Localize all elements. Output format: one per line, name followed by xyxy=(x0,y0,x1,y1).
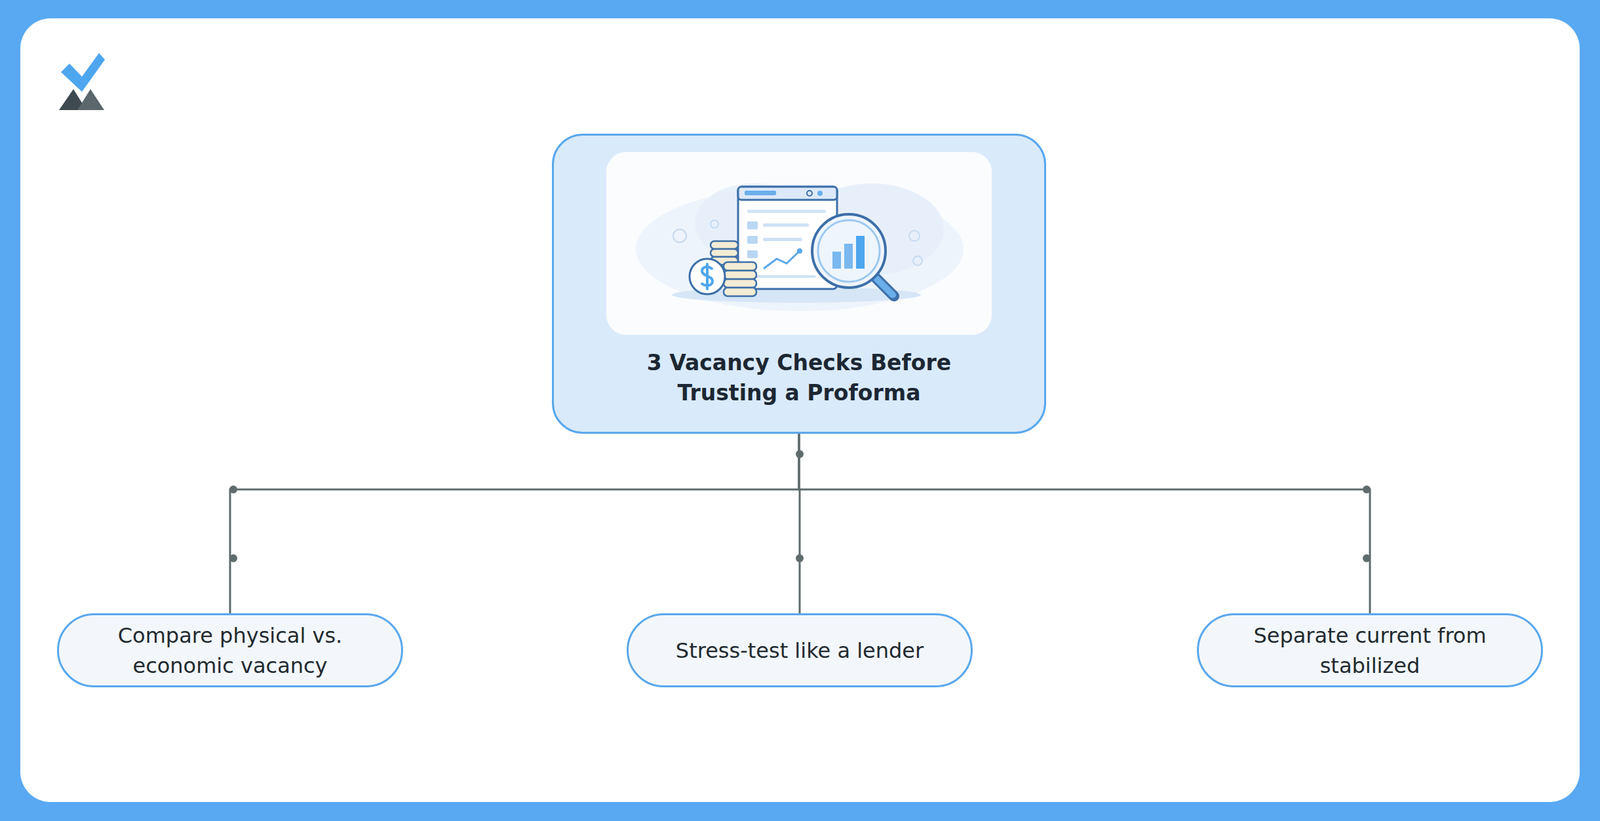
topic-box: 3 Vacancy Checks Before Trusting a Profo… xyxy=(551,133,1047,434)
brand-logo xyxy=(58,53,105,111)
coin-stack xyxy=(689,241,757,297)
check-pill: Stress-test like a lender xyxy=(626,613,973,688)
check-label: Separate current from stabilized xyxy=(1238,620,1502,682)
check-pill: Separate current from stabilized xyxy=(1196,613,1543,688)
junction-dots xyxy=(229,450,1371,563)
magnifier xyxy=(812,214,895,297)
tree-connector xyxy=(230,433,800,614)
topic-title: 3 Vacancy Checks Before Trusting a Profo… xyxy=(628,348,970,409)
tree-connector xyxy=(799,433,1370,614)
check-pill: Compare physical vs. economic vacancy xyxy=(57,613,404,688)
check-label: Stress-test like a lender xyxy=(675,635,924,666)
hero-illustration xyxy=(606,152,992,335)
tree-connector xyxy=(799,433,800,614)
check-label: Compare physical vs. economic vacancy xyxy=(98,620,362,682)
